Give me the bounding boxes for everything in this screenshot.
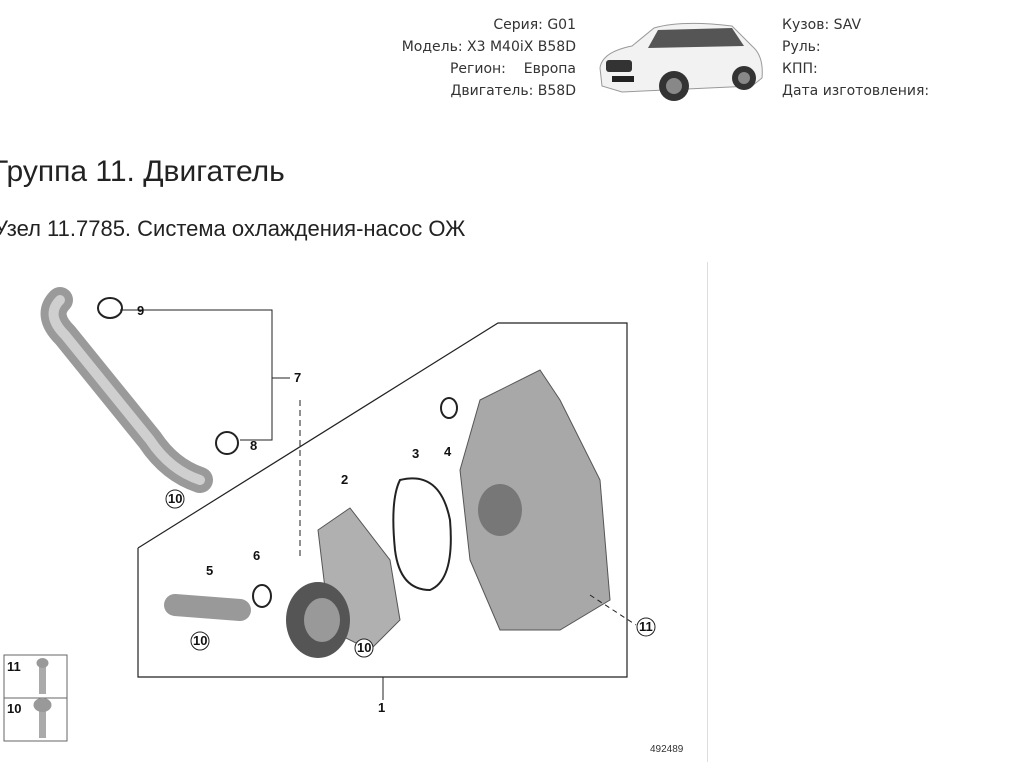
steering: Руль: bbox=[782, 39, 821, 55]
legend-10: 10 bbox=[7, 701, 21, 716]
callout-2: 2 bbox=[341, 472, 348, 487]
circled-callout-10: 10 bbox=[165, 489, 185, 509]
legend-11: 11 bbox=[7, 659, 21, 674]
group-title: Группа 11. Двигатель bbox=[0, 155, 285, 188]
car-image bbox=[599, 22, 763, 101]
circled-callout-10: 10 bbox=[190, 631, 210, 651]
engine: Двигатель: B58D bbox=[450, 83, 576, 99]
callout-4: 4 bbox=[444, 444, 452, 459]
parts-diagram: 1 2 3 4 5 6 7 8 9 10 10 10 11 11 10 4924… bbox=[3, 287, 684, 755]
callout-6: 6 bbox=[253, 548, 260, 563]
region-label: Регион: bbox=[449, 61, 506, 77]
callout-3: 3 bbox=[412, 446, 419, 461]
gearbox: КПП: bbox=[782, 61, 818, 77]
divider bbox=[707, 262, 708, 762]
production-date: Дата изготовления: bbox=[782, 83, 930, 99]
circled-callout-11: 11 bbox=[636, 617, 656, 637]
node-title: Узел 11.7785. Система охлаждения-насос О… bbox=[0, 216, 466, 241]
vehicle-info-right: Кузов: SAV Руль: КПП: Дата изготовления: bbox=[782, 14, 929, 102]
svg-text:10: 10 bbox=[357, 640, 371, 655]
svg-text:11: 11 bbox=[639, 619, 653, 634]
svg-text:10: 10 bbox=[193, 633, 207, 648]
callout-7: 7 bbox=[294, 370, 301, 385]
callout-1: 1 bbox=[378, 700, 385, 715]
callout-9: 9 bbox=[137, 303, 144, 318]
reference-number: 492489 bbox=[650, 744, 684, 755]
circled-callout-10: 10 bbox=[354, 638, 374, 658]
body-type: Кузов: SAV bbox=[782, 17, 862, 33]
callout-5: 5 bbox=[206, 563, 213, 578]
vehicle-info-left: Серия: G01 Модель: X3 M40iX B58D Регион:… bbox=[360, 14, 576, 102]
series: Серия: G01 bbox=[493, 17, 576, 33]
region-value: Европа bbox=[523, 61, 576, 77]
callout-8: 8 bbox=[250, 438, 257, 453]
model: Модель: X3 M40iX B58D bbox=[401, 39, 576, 55]
region: Регион: Европа bbox=[360, 58, 576, 80]
svg-text:10: 10 bbox=[168, 491, 182, 506]
